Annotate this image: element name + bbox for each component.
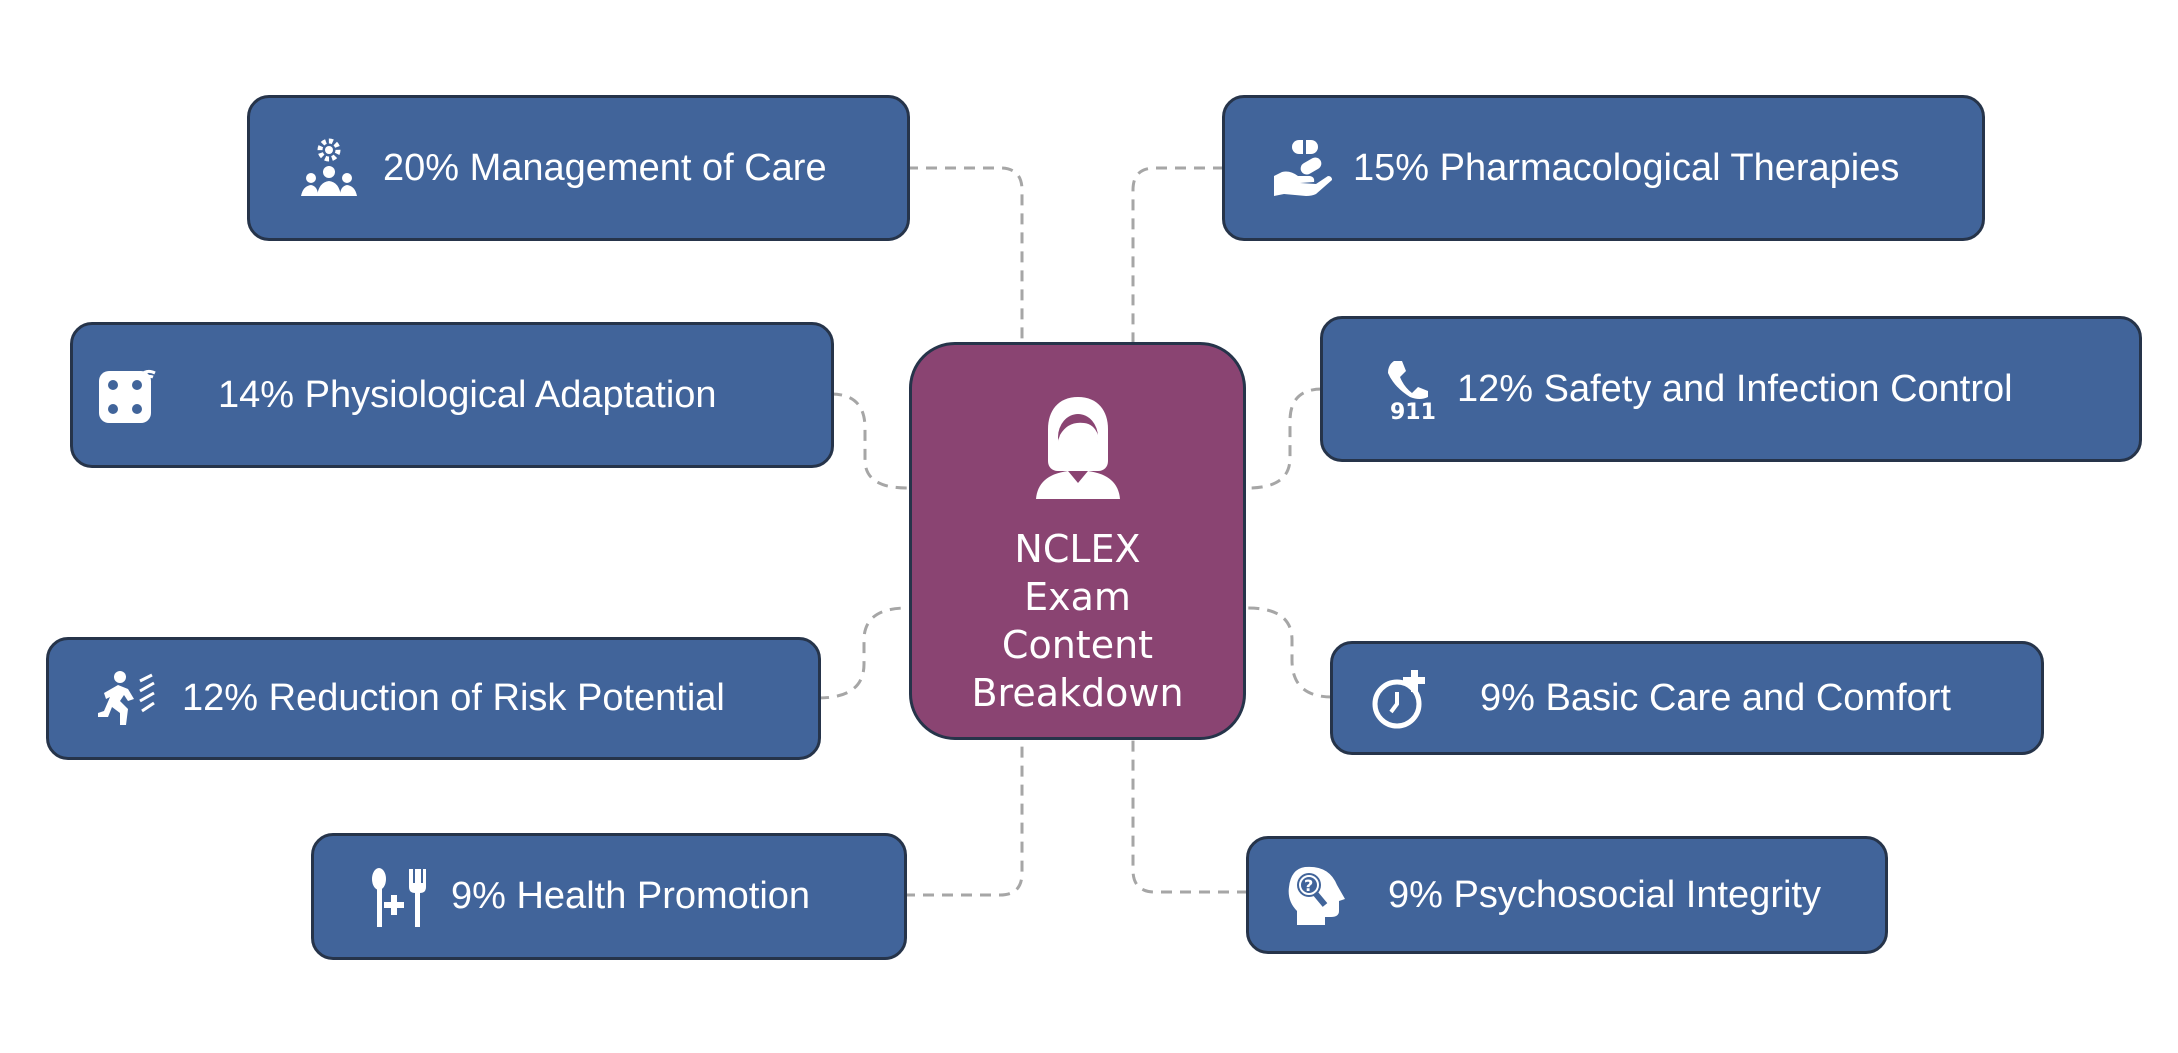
running-person-icon [94, 667, 158, 731]
connector-pharmacological-therapies [1131, 166, 1224, 342]
node-label: 12% Safety and Infection Control [1457, 367, 2013, 410]
svg-text:?: ? [1304, 876, 1313, 895]
connector-health-promotion [904, 740, 1024, 897]
dice-icon [95, 363, 159, 427]
connector-safety-infection-control [1247, 387, 1323, 490]
center-title: NCLEX Exam Content Breakdown [971, 527, 1184, 715]
connector-physiological-adaptation [830, 392, 908, 490]
phone-911-icon: 911 [1380, 357, 1444, 421]
node-label: 15% Pharmacological Therapies [1353, 146, 1900, 189]
head-question-icon: ? [1283, 863, 1347, 927]
node-psychosocial-integrity: ? 9% Psychosocial Integrity [1246, 836, 1888, 954]
connector-management-of-care [907, 166, 1024, 342]
svg-text:911: 911 [1390, 400, 1436, 421]
clock-plus-icon [1369, 666, 1433, 730]
connector-basic-care-comfort [1247, 606, 1333, 699]
connector-reduction-of-risk [817, 606, 908, 700]
node-safety-infection-control: 911 12% Safety and Infection Control [1320, 316, 2142, 462]
node-label: 9% Basic Care and Comfort [1480, 676, 1951, 719]
node-pharmacological-therapies: 15% Pharmacological Therapies [1222, 95, 1985, 241]
node-label: 12% Reduction of Risk Potential [182, 677, 725, 719]
node-management-of-care: 20% Management of Care [247, 95, 910, 241]
node-health-promotion: 9% Health Promotion [311, 833, 907, 960]
connector-psychosocial-integrity [1131, 740, 1248, 894]
node-label: 9% Psychosocial Integrity [1388, 873, 1821, 916]
node-basic-care-comfort: 9% Basic Care and Comfort [1330, 641, 2044, 755]
node-physiological-adaptation: 14% Physiological Adaptation [70, 322, 834, 468]
node-label: 20% Management of Care [383, 146, 827, 189]
team-gear-icon [297, 136, 361, 200]
node-label: 14% Physiological Adaptation [218, 373, 717, 416]
nurse-icon [1035, 397, 1120, 499]
utensils-plus-icon [367, 865, 431, 929]
node-reduction-of-risk: 12% Reduction of Risk Potential [46, 637, 821, 760]
center-topic: NCLEX Exam Content Breakdown [909, 342, 1246, 740]
node-label: 9% Health Promotion [451, 875, 811, 917]
hand-pill-icon [1270, 136, 1334, 200]
